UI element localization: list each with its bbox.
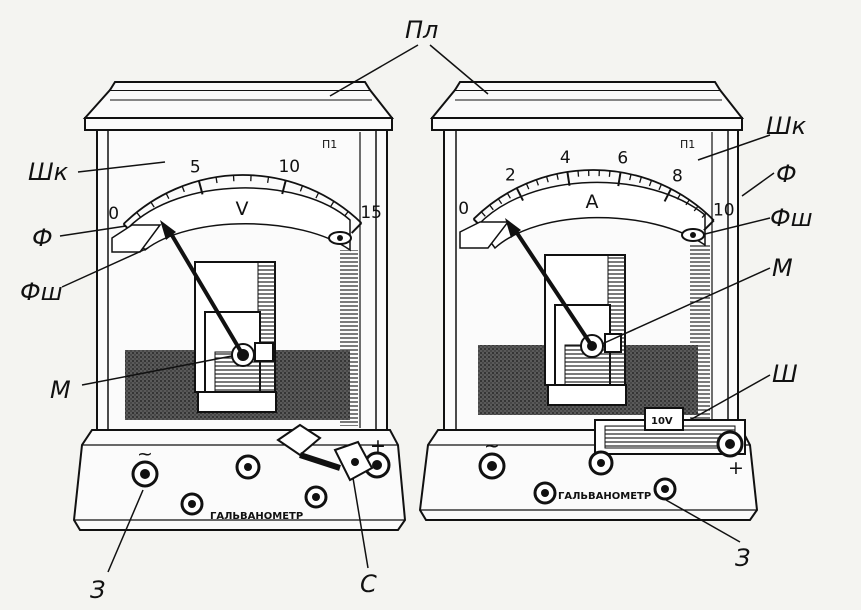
voltmeter-terminal-bottom-left[interactable]: [182, 494, 202, 514]
voltmeter-tick-label: 0: [108, 204, 119, 224]
voltmeter-tick-label: 15: [360, 203, 382, 223]
label-z-left: З: [90, 576, 105, 604]
ammeter-terminal-bottom-left[interactable]: [535, 483, 555, 503]
voltmeter-ac-symbol: ~: [137, 443, 153, 465]
voltmeter-name: ГАЛЬВАНОМЕТР: [210, 511, 303, 522]
label-f-right: Ф: [776, 160, 797, 188]
ammeter-minor-tick: [609, 171, 610, 177]
label-c: С: [360, 570, 377, 598]
label-shk-left: Шк: [28, 158, 69, 186]
ammeter-tick-label: 0: [458, 199, 469, 219]
ammeter-terminal-ac[interactable]: [480, 454, 504, 478]
label-sh-right: Ш: [772, 360, 798, 388]
ammeter-unit: A: [586, 191, 599, 213]
ammeter-plus-symbol: +: [728, 457, 744, 479]
label-m-right: М: [772, 254, 793, 282]
voltmeter: 0 5 10 15 V П1 ~ + ГАЛЬВАНОМЕТР: [74, 82, 405, 530]
voltmeter-tick-label: 5: [190, 157, 201, 177]
ammeter-terminal[interactable]: [590, 452, 612, 474]
ammeter-shunt-label: 10V: [651, 416, 673, 427]
ammeter: 0 2 4 6 8 10 A П1 10V ~ +: [420, 82, 757, 520]
voltmeter-minor-tick: [268, 177, 269, 183]
label-shk-right: Шк: [766, 112, 807, 140]
ammeter-mark: П1: [680, 138, 695, 151]
ammeter-ac-symbol: ~: [484, 435, 500, 457]
label-fsh-right: Фш: [770, 204, 813, 232]
voltmeter-unit: V: [236, 198, 249, 220]
ammeter-tick-label: 10: [713, 201, 735, 221]
voltmeter-terminal-bottom-right[interactable]: [306, 487, 326, 507]
voltmeter-terminal-ac[interactable]: [133, 462, 157, 486]
voltmeter-lid: [85, 82, 392, 130]
ammeter-tick-label: 8: [672, 167, 683, 187]
ammeter-terminal-bottom-right[interactable]: [655, 479, 675, 499]
ammeter-terminal-plus[interactable]: [718, 432, 742, 456]
ammeter-tick-label: 6: [617, 148, 628, 168]
ammeter-lid: [432, 82, 742, 130]
label-fsh-left: Фш: [20, 278, 63, 306]
ammeter-tick-label: 4: [560, 148, 571, 168]
voltmeter-terminal[interactable]: [237, 456, 259, 478]
voltmeter-tick-label: 10: [278, 157, 300, 177]
ammeter-mechanism: [545, 255, 626, 405]
ammeter-minor-tick: [578, 171, 579, 177]
ammeter-tick-label: 2: [505, 166, 516, 186]
label-f-left: Ф: [32, 224, 53, 252]
label-m-left: М: [50, 376, 71, 404]
voltmeter-mark: П1: [322, 138, 337, 151]
label-pl: Пл: [405, 16, 438, 44]
voltmeter-mechanism: [195, 262, 276, 412]
voltmeter-plus-symbol: +: [370, 435, 386, 457]
ammeter-name: ГАЛЬВАНОМЕТР: [558, 491, 651, 502]
label-z-right: З: [735, 544, 750, 572]
